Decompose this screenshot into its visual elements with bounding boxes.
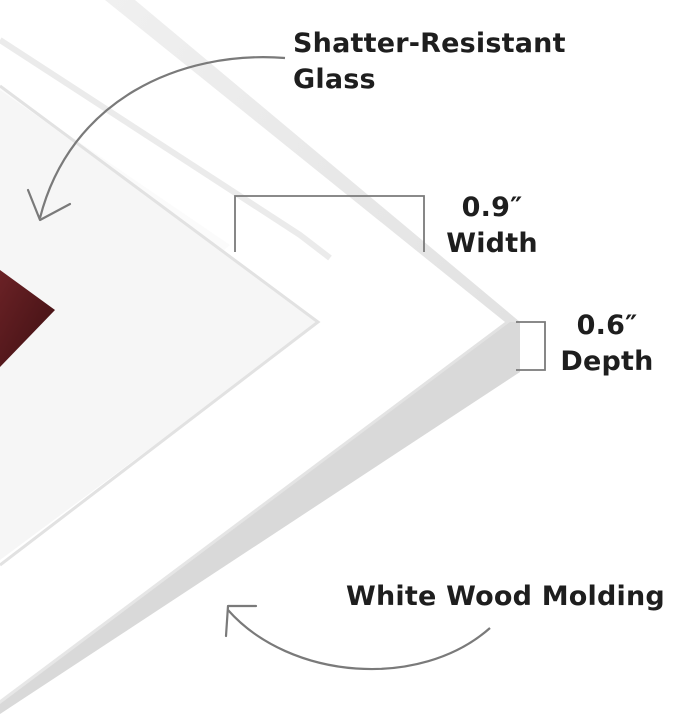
molding-label: White Wood Molding [346,581,665,612]
frame-rabbet-edge [0,37,332,261]
depth-bracket [516,321,546,371]
width-value: 0.9″ [461,192,523,223]
frame-depth-side-lower [0,322,520,714]
glass-callout: Shatter-Resistant Glass [293,26,566,98]
depth-value: 0.6″ [576,310,638,341]
inner-bevel-line [0,84,321,567]
molding-arrow [227,609,491,671]
mat-board [0,90,320,560]
depth-callout: 0.6″ Depth [557,308,657,380]
molding-callout: White Wood Molding [346,579,665,615]
molding-arrowhead [224,604,258,638]
width-bracket [234,195,425,252]
glass-callout-line2: Glass [293,64,376,95]
glass-arrow [38,56,286,219]
depth-label: Depth [560,346,654,377]
glass-callout-line1: Shatter-Resistant [293,28,566,59]
width-label: Width [446,228,538,259]
glass-arrowhead [26,188,72,222]
width-callout: 0.9″ Width [440,190,544,262]
photo-corner [0,270,55,367]
